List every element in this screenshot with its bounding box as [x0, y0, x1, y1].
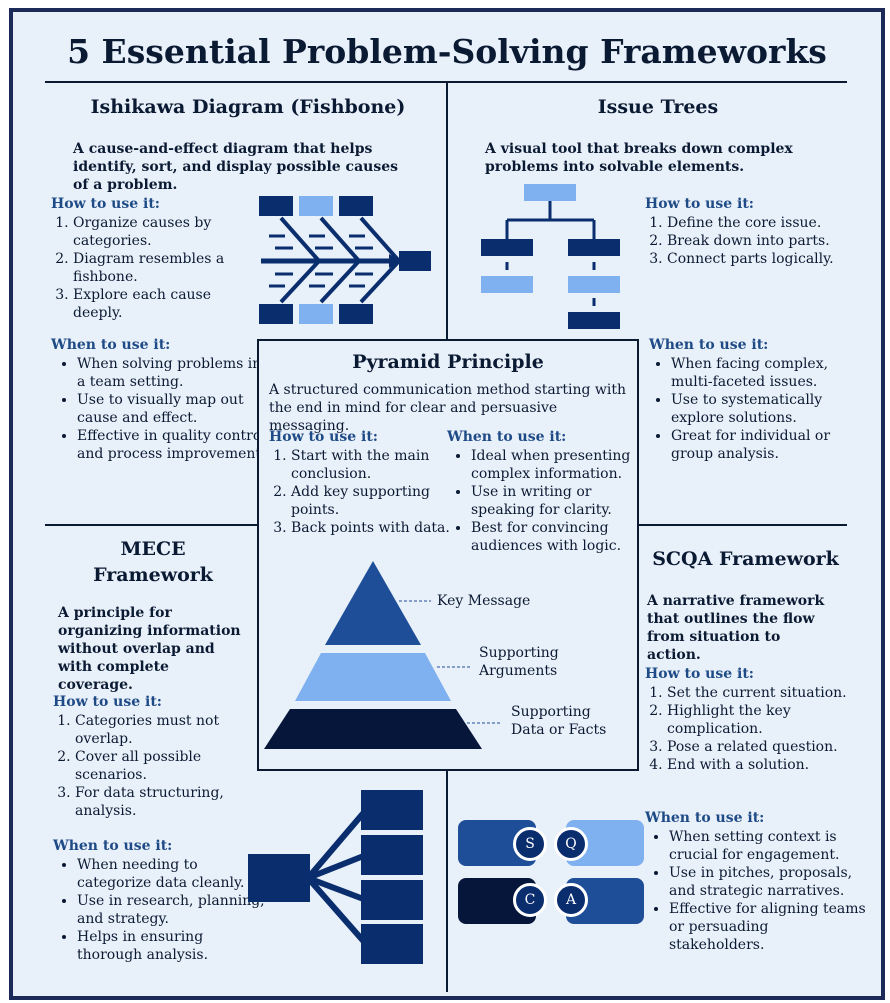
horizontal-divider-right — [635, 524, 847, 526]
list-item: Break down into parts. — [667, 232, 867, 250]
issue-trees-title: Issue Trees — [597, 96, 719, 118]
pyramid-diagram — [264, 561, 501, 749]
ishikawa-how-list: Organize causes by categories. Diagram r… — [51, 214, 248, 322]
ishikawa-when-label: When to use it: — [51, 337, 171, 353]
issue-trees-how-label: How to use it: — [645, 196, 754, 212]
scqa-how-list: Set the current situation. Highlight the… — [645, 684, 867, 774]
issue-trees-when-list: When facing complex, multi-faceted issue… — [649, 355, 866, 463]
pyramid-description: A structured communication method starti… — [269, 382, 626, 434]
list-item: When solving problems in a team setting. — [77, 355, 267, 391]
scqa-circle-c: C — [513, 883, 547, 917]
mece-how-list: Categories must not overlap. Cover all p… — [53, 712, 250, 820]
ishikawa-how-label: How to use it: — [51, 196, 160, 212]
list-item: Set the current situation. — [667, 684, 867, 702]
issue-trees-when-label: When to use it: — [649, 337, 769, 353]
pyramid-level-supporting-data: Supporting Data or Facts — [511, 704, 607, 738]
scqa-how-label: How to use it: — [645, 666, 754, 682]
scqa-circle-q: Q — [554, 827, 588, 861]
horizontal-divider-left — [45, 524, 257, 526]
scqa-description: A narrative framework that outlines the … — [647, 593, 825, 663]
issue-trees-description: A visual tool that breaks down complex p… — [485, 141, 793, 175]
list-item: Use in research, planning, and strategy. — [77, 892, 267, 928]
list-item: When facing complex, multi-faceted issue… — [671, 355, 866, 391]
list-item: Cover all possible scenarios. — [75, 748, 250, 784]
pyramid-when-list: Ideal when presenting complex informatio… — [449, 447, 653, 555]
list-item: Diagram resembles a fishbone. — [73, 250, 248, 286]
list-item: Explore each cause deeply. — [73, 286, 248, 322]
pyramid-title: Pyramid Principle — [352, 351, 544, 373]
scqa-when-label: When to use it: — [645, 810, 765, 826]
list-item: Define the core issue. — [667, 214, 867, 232]
mece-title: MECE Framework — [93, 538, 213, 586]
list-item: Start with the main conclusion. — [291, 447, 461, 483]
issue-tree-diagram — [478, 184, 638, 334]
scqa-when-list: When setting context is crucial for enga… — [647, 828, 867, 954]
pyramid-panel: Pyramid Principle A structured communica… — [257, 339, 639, 771]
page-title: 5 Essential Problem-Solving Frameworks — [67, 32, 827, 71]
mece-how-label: How to use it: — [53, 694, 162, 710]
scqa-circle-a: A — [554, 883, 588, 917]
list-item: When setting context is crucial for enga… — [669, 828, 867, 864]
list-item: Use to visually map out cause and effect… — [77, 391, 267, 427]
list-item: Ideal when presenting complex informatio… — [471, 447, 653, 483]
list-item: Use to systematically explore solutions. — [671, 391, 866, 427]
list-item: Pose a related question. — [667, 738, 867, 756]
mece-diagram — [248, 790, 428, 965]
infographic-frame: 5 Essential Problem-Solving Frameworks I… — [9, 8, 885, 1000]
list-item: Use in writing or speaking for clarity. — [471, 483, 653, 519]
mece-description: A principle for organizing information w… — [58, 605, 241, 693]
ishikawa-title: Ishikawa Diagram (Fishbone) — [90, 96, 406, 118]
list-item: Effective for aligning teams or persuadi… — [669, 900, 867, 954]
issue-trees-how-list: Define the core issue. Break down into p… — [645, 214, 867, 268]
pyramid-how-list: Start with the main conclusion. Add key … — [269, 447, 461, 537]
ishikawa-when-list: When solving problems in a team setting.… — [55, 355, 267, 463]
list-item: Connect parts logically. — [667, 250, 867, 268]
list-item: Organize causes by categories. — [73, 214, 248, 250]
pyramid-level-key-message: Key Message — [437, 593, 531, 609]
list-item: Great for individual or group analysis. — [671, 427, 866, 463]
mece-when-list: When needing to categorize data cleanly.… — [55, 856, 267, 964]
list-item: Back points with data. — [291, 519, 461, 537]
pyramid-level-supporting-arguments: Supporting Arguments — [479, 645, 559, 679]
list-item: Best for convincing audiences with logic… — [471, 519, 653, 555]
pyramid-when-label: When to use it: — [447, 429, 567, 445]
list-item: Categories must not overlap. — [75, 712, 250, 748]
scqa-title: SCQA Framework — [652, 548, 839, 570]
scqa-diagram: S Q C A — [458, 820, 648, 924]
list-item: Highlight the key complication. — [667, 702, 867, 738]
list-item: Helps in ensuring thorough analysis. — [77, 928, 267, 964]
vertical-divider-top — [446, 83, 448, 341]
ishikawa-description: A cause-and-effect diagram that helps id… — [73, 141, 398, 193]
scqa-circle-s: S — [513, 827, 547, 861]
fishbone-diagram — [259, 196, 434, 331]
list-item: For data structuring, analysis. — [75, 784, 250, 820]
list-item: Effective in quality control and process… — [77, 427, 267, 463]
list-item: When needing to categorize data cleanly. — [77, 856, 267, 892]
vertical-divider-bottom — [446, 767, 448, 992]
mece-when-label: When to use it: — [53, 838, 173, 854]
list-item: Use in pitches, proposals, and strategic… — [669, 864, 867, 900]
list-item: Add key supporting points. — [291, 483, 461, 519]
pyramid-how-label: How to use it: — [269, 429, 378, 445]
list-item: End with a solution. — [667, 756, 867, 774]
title-rule — [45, 81, 847, 83]
